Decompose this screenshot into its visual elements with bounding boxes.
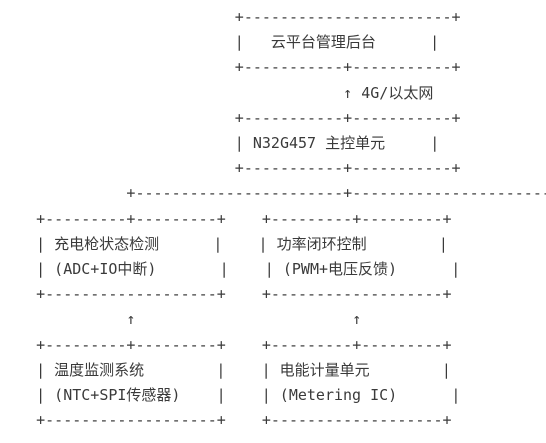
- cloud-platform-label: | 云平台管理后台 |: [0, 33, 440, 52]
- mcu-unit-label: | N32G457 主控单元 |: [0, 134, 440, 152]
- upward-arrows: ↑ ↑: [0, 310, 362, 329]
- cloud-box-top-border: +-----------------------+: [0, 8, 461, 26]
- network-link-label: ↑ 4G/以太网: [0, 83, 434, 102]
- row2-boxes-bottom-border: +-------------------+ +-----------------…: [0, 411, 452, 430]
- row1-box-titles: | 充电枪状态检测 | | 功率闭环控制 |: [0, 234, 448, 253]
- row1-boxes-bottom-border: +-------------------+ +-----------------…: [0, 285, 452, 304]
- row1-box-subtitles: | (ADC+IO中断) | | (PWM+电压反馈) |: [0, 260, 461, 278]
- row1-boxes-top-border: +---------+---------+ +---------+-------…: [0, 209, 452, 228]
- branch-connector: +-----------------------+---------------…: [0, 184, 546, 203]
- row2-box-subtitles: | (NTC+SPI传感器) | | (Metering IC) |: [0, 386, 461, 404]
- row2-box-titles: | 温度监测系统 | | 电能计量单元 |: [0, 360, 451, 379]
- row2-boxes-top-border: +---------+---------+ +---------+-------…: [0, 335, 452, 354]
- mcu-box-top-border: +-----------+-----------+: [0, 108, 461, 127]
- mcu-box-bottom-border: +-----------+-----------+: [0, 159, 461, 178]
- cloud-box-bottom-border: +-----------+-----------+: [0, 58, 461, 77]
